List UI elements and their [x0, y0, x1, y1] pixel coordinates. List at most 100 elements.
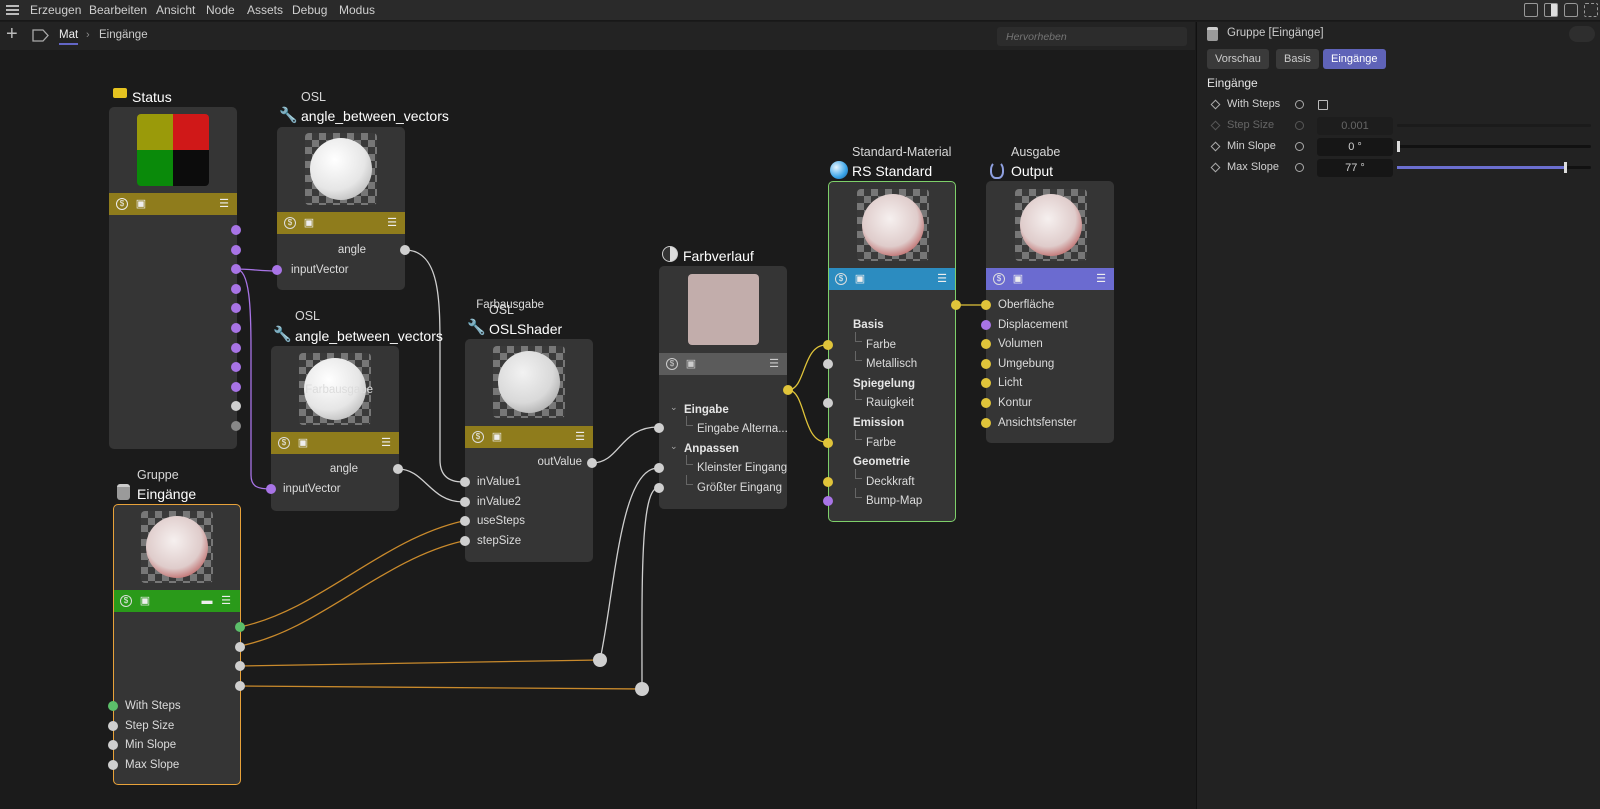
port-dot[interactable] [981, 398, 991, 408]
group-eingabe[interactable]: Eingabe [684, 404, 729, 416]
port-dot[interactable] [108, 740, 118, 751]
port-dot[interactable] [981, 358, 991, 369]
port-dot[interactable] [231, 264, 241, 275]
port-dot[interactable] [272, 265, 282, 275]
port-dot[interactable] [823, 437, 833, 448]
param-min-slope[interactable]: Min Slope 0 ° [1197, 137, 1600, 157]
port-dot[interactable] [587, 458, 597, 468]
reroute-min[interactable] [593, 653, 607, 667]
image-icon[interactable]: ▣ [135, 198, 147, 210]
port-dot[interactable] [460, 496, 470, 507]
tag-icon[interactable] [32, 29, 49, 42]
chevron-down-icon[interactable]: ⌄ [670, 402, 678, 412]
animate-icon[interactable] [1295, 121, 1304, 130]
port-dot[interactable] [981, 378, 991, 389]
panel-icon[interactable] [1544, 3, 1558, 17]
max-slope-slider[interactable] [1397, 162, 1591, 173]
diamond-icon[interactable] [1210, 162, 1221, 173]
port-dot[interactable] [654, 423, 664, 433]
image-icon[interactable]: ▣ [1012, 273, 1024, 285]
menu-bearbeiten[interactable]: Bearbeiten [89, 3, 148, 17]
dollar-icon[interactable]: $ [472, 431, 484, 443]
port-dot[interactable] [823, 359, 833, 370]
list-icon[interactable]: ☰ [769, 358, 779, 370]
diamond-icon[interactable] [1210, 141, 1221, 152]
min-slope-field[interactable]: 0 ° [1317, 138, 1393, 156]
port-dot[interactable] [981, 300, 991, 310]
dollar-icon[interactable]: $ [666, 358, 678, 370]
image-icon[interactable]: ▣ [303, 217, 315, 229]
port-dot[interactable] [231, 401, 241, 412]
port-dot[interactable] [108, 759, 118, 770]
reroute-max[interactable] [635, 682, 649, 696]
detach-icon[interactable] [1584, 3, 1598, 17]
add-icon[interactable]: + [6, 23, 18, 45]
port-dot[interactable] [823, 339, 833, 350]
menu-node[interactable]: Node [206, 3, 235, 17]
diamond-icon[interactable] [1210, 120, 1221, 131]
toggle-icon[interactable] [1569, 26, 1595, 42]
chevron-down-icon[interactable]: ⌄ [670, 441, 678, 451]
port-dot[interactable] [231, 323, 241, 333]
diamond-icon[interactable] [1210, 99, 1221, 110]
group-spiegelung[interactable]: Spiegelung [853, 377, 915, 390]
port-dot[interactable] [235, 622, 245, 632]
group-geometrie[interactable]: Geometrie [853, 456, 910, 469]
port-dot[interactable] [231, 362, 241, 373]
port-dot[interactable] [823, 496, 833, 507]
animate-icon[interactable] [1295, 142, 1304, 151]
slider-handle[interactable] [1397, 141, 1400, 152]
list-icon[interactable]: ☰ [575, 431, 585, 443]
image-icon[interactable]: ▣ [139, 595, 151, 607]
param-max-slope[interactable]: Max Slope 77 ° [1197, 158, 1600, 178]
node-canvas[interactable]: Status $ ▣ ☰ NormaleNormale_ohneBumpGeo-… [0, 50, 1195, 809]
step-size-field[interactable]: 0.001 [1317, 117, 1393, 135]
port-dot[interactable] [400, 245, 410, 255]
slider-handle[interactable] [1563, 162, 1567, 173]
port-dot[interactable] [783, 385, 793, 395]
folder-icon[interactable]: ▬ [201, 595, 213, 607]
param-with-steps[interactable]: With Steps [1197, 95, 1600, 115]
menu-ansicht[interactable]: Ansicht [156, 3, 196, 17]
with-steps-checkbox[interactable] [1318, 100, 1328, 110]
menu-icon[interactable] [6, 5, 19, 15]
group-anpassen[interactable]: Anpassen [684, 443, 739, 455]
list-icon[interactable]: ☰ [937, 273, 947, 285]
port-dot[interactable] [460, 477, 470, 487]
dollar-icon[interactable]: $ [835, 273, 847, 285]
port-dot[interactable] [981, 319, 991, 330]
port-dot[interactable] [460, 516, 470, 527]
list-icon[interactable]: ☰ [387, 217, 397, 229]
step-size-slider[interactable] [1397, 124, 1591, 127]
port-dot[interactable] [266, 484, 276, 494]
port-dot[interactable] [235, 641, 245, 652]
port-dot[interactable] [108, 720, 118, 731]
port-dot[interactable] [231, 283, 241, 294]
menu-modus[interactable]: Modus [339, 3, 376, 17]
list-icon[interactable]: ☰ [1096, 273, 1106, 285]
tab-vorschau[interactable]: Vorschau [1207, 49, 1269, 69]
min-slope-slider[interactable] [1397, 141, 1591, 152]
port-dot[interactable] [231, 303, 241, 314]
port-dot[interactable] [231, 342, 241, 353]
search-input[interactable] [997, 27, 1187, 46]
port-dot[interactable] [823, 476, 833, 487]
port-dot[interactable] [654, 483, 664, 493]
dollar-icon[interactable]: $ [278, 437, 290, 449]
layout-icon[interactable] [1524, 3, 1538, 17]
image-icon[interactable]: ▣ [491, 431, 503, 443]
image-icon[interactable]: ▣ [854, 273, 866, 285]
dollar-icon[interactable]: $ [284, 217, 296, 229]
list-icon[interactable]: ☰ [381, 437, 391, 449]
port-dot[interactable] [231, 225, 241, 235]
lock-icon[interactable] [1564, 3, 1578, 17]
image-icon[interactable]: ▣ [297, 437, 309, 449]
list-icon[interactable]: ☰ [221, 595, 231, 607]
dollar-icon[interactable]: $ [120, 595, 132, 607]
animate-icon[interactable] [1295, 163, 1304, 172]
port-dot[interactable] [235, 680, 245, 691]
animate-icon[interactable] [1295, 100, 1304, 109]
port-dot[interactable] [981, 417, 991, 428]
max-slope-field[interactable]: 77 ° [1317, 159, 1393, 177]
menu-erzeugen[interactable]: Erzeugen [30, 3, 82, 17]
